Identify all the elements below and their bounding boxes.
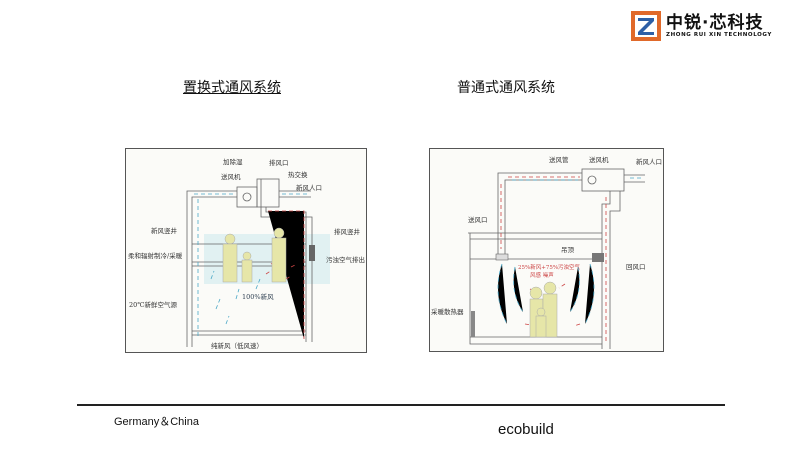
label-pure-fresh: 纯新风（低风速） (211, 342, 263, 350)
displacement-diagram-drawing (186, 178, 330, 347)
label-noise: 风感 噪声 (530, 273, 554, 279)
label-dirty-out: 污浊空气排出 (326, 256, 365, 264)
label-fan: 送风机 (221, 173, 241, 181)
label-fresh-shaft: 新风竖井 (151, 227, 177, 235)
logo-chinese: 中锐·芯科技 (666, 13, 764, 33)
label-duct: 送风管 (549, 156, 569, 164)
label-source: 20℃新鲜空气源 (129, 301, 178, 309)
footer-left-text: Germany＆China (114, 416, 199, 428)
label-exhaust-shaft: 排风竖井 (334, 228, 360, 236)
right-title: 普通式通风系统 (457, 80, 555, 96)
label-fresh-inlet: 新风人口 (296, 184, 322, 192)
label-ceiling: 吊顶 (561, 246, 574, 254)
company-logo: 中锐·芯科技 ZHONG RUI XIN TECHNOLOGY (631, 10, 791, 42)
label-fan: 送风机 (589, 156, 609, 164)
displacement-ventilation-diagram: 加除湿 排风口 送风机 热交换 新风人口 新风竖井 排风竖井 柔和辐射制冷/采暖… (125, 148, 367, 353)
logo-z-icon (631, 11, 661, 41)
label-fresh100: 100%新风 (242, 293, 274, 301)
footer-divider (77, 404, 725, 406)
conventional-diagram-drawing (468, 168, 645, 349)
footer-brand: ecobuild (498, 421, 554, 438)
label-fresh-inlet: 新风人口 (636, 158, 662, 166)
logo-english: ZHONG RUI XIN TECHNOLOGY (666, 32, 772, 38)
label-return-port: 回风口 (626, 263, 646, 271)
conventional-ventilation-diagram: 送风管 送风机 新风人口 送风口 吊顶 回风口 25%新风+75%污浊空气 风感… (429, 148, 664, 352)
label-supply-port: 送风口 (468, 216, 488, 224)
label-mix: 25%新风+75%污浊空气 (518, 265, 581, 271)
label-radiant: 柔和辐射制冷/采暖 (128, 252, 183, 260)
label-exhaust-port: 排风口 (269, 159, 289, 167)
label-heat-exchange: 热交换 (288, 171, 308, 179)
left-title: 置换式通风系统 (183, 80, 281, 96)
label-radiator: 采暖散热器 (431, 308, 464, 316)
label-humidify: 加除湿 (223, 158, 243, 166)
